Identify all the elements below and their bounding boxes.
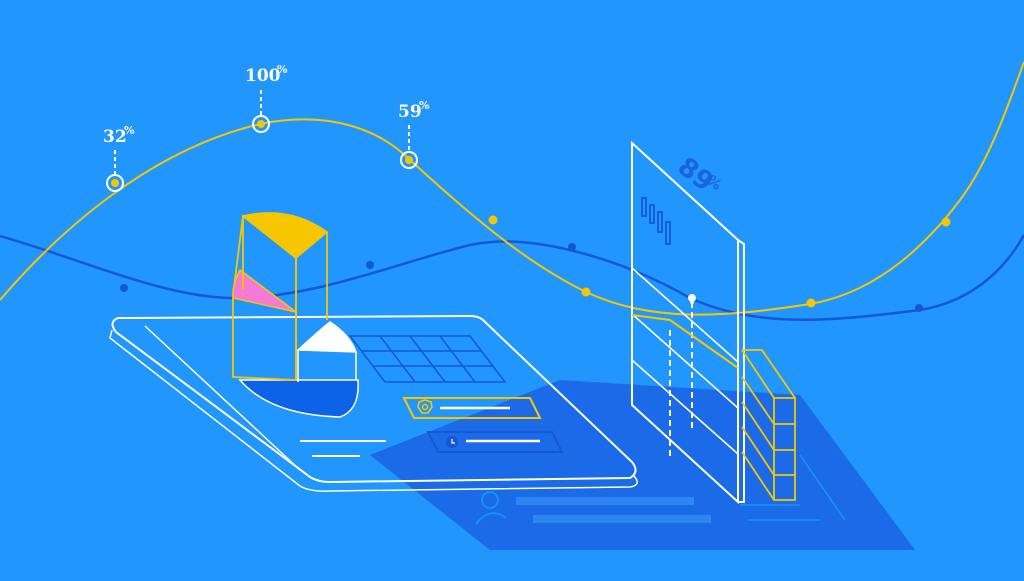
floor-text-bar [516,497,694,505]
panel-pin [688,294,696,307]
blue-point [915,304,923,312]
panel-yellow-trace [631,314,739,369]
panel-rows [631,267,739,455]
floor-line [799,454,846,521]
yellow-trend-line [0,61,1024,316]
blue-point [120,284,128,292]
callout-ring [400,151,418,169]
isometric-pie-chart [232,212,359,418]
panel-row [631,267,739,363]
yellow-point [806,298,816,308]
badge-field [402,397,542,419]
callout-dot [405,156,413,164]
clock-icon [446,436,458,448]
tablet-grid [348,335,507,383]
grid-col [379,335,416,383]
floor-details [475,454,846,525]
mini-bar-chart-icon [641,197,671,245]
user-icon [475,491,507,525]
floor-shadow [370,380,915,550]
tablet-outline [111,314,637,484]
blue-point [568,243,576,251]
panel-row [631,313,739,409]
callout-59: 59 % [398,99,430,169]
callout-unit: % [419,99,430,112]
pie-white-slice [296,321,358,353]
pie-pink-slice [232,268,297,313]
panel-side [737,239,745,503]
boxes-outline [741,349,796,501]
yellow-point [488,215,498,225]
panel-row [631,359,739,455]
floor-text-bar [533,515,711,523]
clock-field-outline [426,431,564,453]
callout-value: 32 [103,127,127,147]
callout-ring [252,115,270,133]
pie-white-slice-side [297,350,357,382]
yellow-trend-points [488,215,951,308]
stacked-boxes [741,349,796,501]
callout-100: 100 % [245,63,288,133]
grid-col [409,335,446,383]
callout-value: 59 [398,102,422,122]
tablet-inner-edge [144,325,301,471]
tablet-bottom-edge [109,329,638,492]
clock-field [426,431,564,453]
callout-ring [106,174,124,192]
grid-col [439,335,476,383]
boxes-top [742,349,796,399]
pie-yellow-slice [241,212,329,259]
callout-unit: % [124,124,135,137]
yellow-point [941,217,951,227]
callout-dot [257,120,265,128]
badge-field-outline [402,397,542,419]
callout-value: 100 [245,66,281,86]
callout-dot [111,179,119,187]
blue-trend-points [120,243,923,312]
yellow-point [581,287,591,297]
callout-32: 32 % [103,124,135,192]
blue-point [366,261,374,269]
pie-base-slice [238,379,359,418]
tablet [109,314,638,492]
badge-icon [417,399,433,414]
pie-column-front [242,216,328,380]
callout-unit: % [277,63,288,76]
